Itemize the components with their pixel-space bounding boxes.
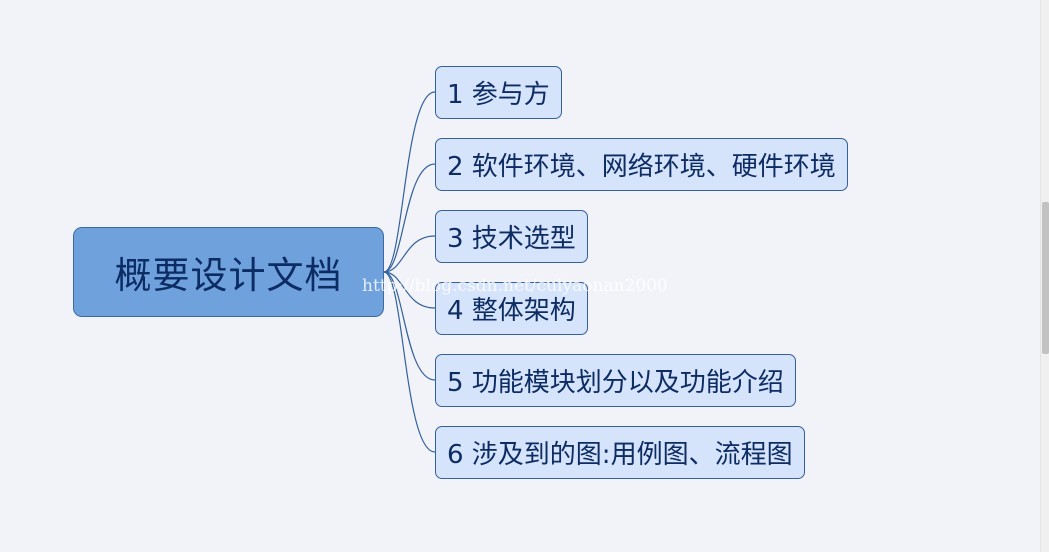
topic-participants[interactable]: 1 参与方 [435,66,562,119]
topic-label: 3 技术选型 [447,224,576,254]
connector-line-4 [383,271,436,309]
topic-diagrams[interactable]: 6 涉及到的图:用例图、流程图 [435,426,805,479]
central-topic-label: 概要设计文档 [114,254,343,297]
topic-label: 6 涉及到的图:用例图、流程图 [447,440,793,470]
scrollbar-thumb[interactable] [1042,202,1049,354]
topic-tech-selection[interactable]: 3 技术选型 [435,210,588,263]
watermark: http://blog.csdn.net/cuiyaonan2000 [362,276,668,296]
central-topic[interactable]: 概要设计文档 [73,227,384,317]
vertical-scrollbar[interactable] [1040,0,1049,552]
connector-line-3 [383,235,436,273]
connector-line-5 [383,271,436,381]
topic-label: 4 整体架构 [447,296,576,326]
connector-line-6 [383,271,436,453]
topic-overall-architecture[interactable]: 4 整体架构 [435,282,588,335]
topic-label: 2 软件环境、网络环境、硬件环境 [447,152,836,182]
topic-environments[interactable]: 2 软件环境、网络环境、硬件环境 [435,138,848,191]
connector-line-1 [383,91,436,273]
topic-label: 1 参与方 [447,80,550,110]
topic-label: 5 功能模块划分以及功能介绍 [447,368,784,398]
connector-line-2 [383,163,436,273]
topic-module-division[interactable]: 5 功能模块划分以及功能介绍 [435,354,796,407]
